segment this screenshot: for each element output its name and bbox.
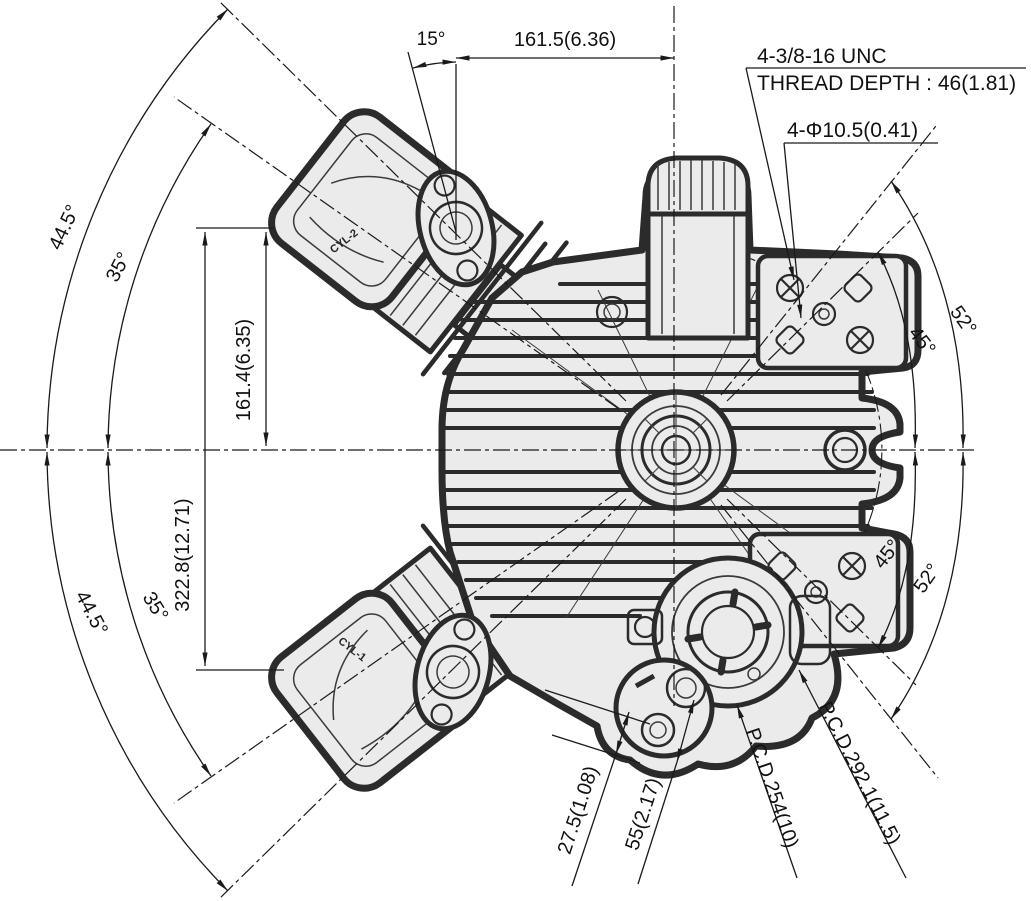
axis-upper-right-inner	[726, 212, 919, 402]
axis-upper-left-inner	[173, 96, 620, 410]
dim-pcd-outer: P.C.D.292.1(11.5)	[814, 698, 905, 848]
note-thread-depth: THREAD DEPTH : 46(1.81)	[757, 72, 1016, 95]
centerlines	[0, 0, 975, 901]
dim-angle-upper-left-outer: 44.5°	[45, 202, 85, 254]
pto-assembly	[613, 555, 832, 759]
axis-lower-right-inner	[726, 498, 917, 686]
dim-angle-lower-right-outer: 52°	[909, 560, 944, 597]
axis-lower-right-outer	[720, 504, 939, 779]
note-hole-diameter: 4-Φ10.5(0.41)	[787, 119, 918, 142]
dim-port-angle: 15°	[417, 29, 446, 50]
dim-height-total: 322.8(12.71)	[172, 498, 194, 611]
dim-angle-upper-left-inner: 35°	[102, 249, 136, 286]
dim-angle-lower-left-inner: 35°	[138, 588, 173, 625]
dim-offset-large: 55(2.17)	[621, 775, 665, 853]
note-thread-spec: 4-3/8-16 UNC	[757, 45, 887, 68]
case-bolt-boss	[595, 295, 629, 329]
dim-top-width: 161.5(6.36)	[514, 29, 616, 51]
axis-upper-left-outer	[217, 0, 627, 402]
breather-cap-ribs	[657, 160, 736, 210]
dim-angle-lower-left-outer: 44.5°	[71, 587, 112, 639]
dim-offset-small: 27.5(1.08)	[554, 763, 603, 857]
dim-height-upper: 161.4(6.35)	[233, 319, 255, 421]
breather-tower	[645, 155, 751, 341]
mount-pad-upper	[755, 253, 909, 371]
axis-lower-left-outer	[217, 498, 627, 901]
dim-angle-upper-right-outer: 52°	[945, 302, 980, 339]
axis-lower-left-inner	[173, 490, 620, 804]
engine-illustration: CYL-2 CYL-1	[268, 108, 922, 792]
exhaust-flange-lower	[412, 612, 494, 732]
